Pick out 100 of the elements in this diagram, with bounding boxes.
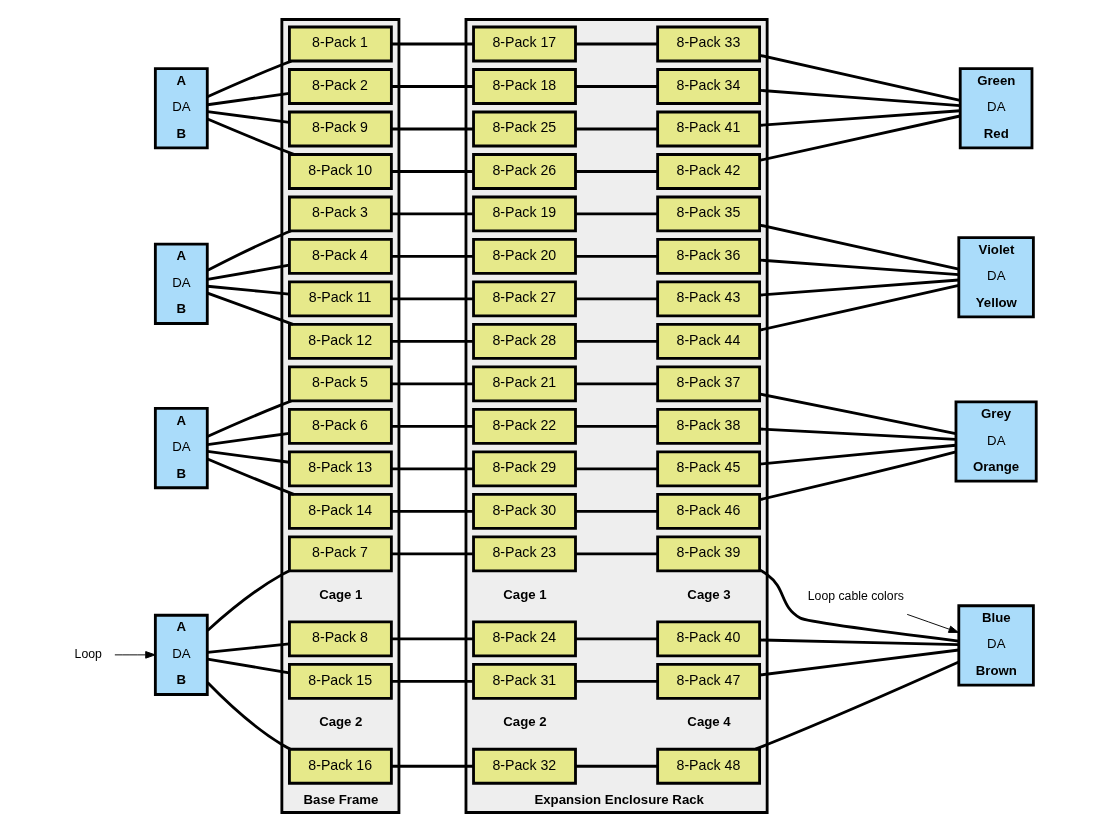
label: Cage 2 bbox=[318, 714, 362, 730]
connector bbox=[759, 427, 956, 441]
node-box: 8-Pack 43 bbox=[655, 280, 761, 318]
connector bbox=[391, 764, 473, 768]
connector bbox=[758, 53, 960, 102]
connector bbox=[391, 42, 473, 46]
node-box: 8-Pack 26 bbox=[471, 153, 577, 190]
node-box: 8-Pack 29 bbox=[471, 450, 577, 488]
connector bbox=[391, 637, 473, 641]
label: Cage 1 bbox=[502, 586, 547, 602]
connector bbox=[759, 443, 956, 466]
connector bbox=[391, 552, 473, 556]
node-box: 8-Pack 8 bbox=[287, 620, 393, 658]
node-box: 8-Pack 14 bbox=[287, 492, 393, 530]
node-box: 8-Pack 17 bbox=[471, 25, 577, 63]
connector bbox=[391, 127, 473, 131]
connector bbox=[391, 424, 473, 428]
node-box: 8-Pack 44 bbox=[655, 323, 761, 360]
node-box: 8-Pack 38 bbox=[655, 407, 761, 445]
connector bbox=[391, 85, 473, 88]
node-box: 8-Pack 12 bbox=[287, 323, 393, 360]
connector bbox=[391, 467, 473, 471]
node-box: 8-Pack 34 bbox=[655, 68, 761, 105]
node-box: 8-Pack 39 bbox=[655, 535, 761, 573]
connector bbox=[758, 568, 959, 643]
label: Cage 4 bbox=[686, 714, 731, 730]
connector bbox=[206, 117, 294, 156]
connector bbox=[206, 92, 289, 107]
node-box: 8-Pack 3 bbox=[287, 195, 393, 233]
connector bbox=[754, 660, 959, 751]
node-box: 8-Pack 36 bbox=[655, 238, 761, 275]
node-box: A DA B bbox=[153, 407, 209, 490]
connector bbox=[206, 291, 293, 326]
node-box: 8-Pack 42 bbox=[655, 153, 761, 190]
connector bbox=[391, 255, 473, 258]
node-box: 8-Pack 33 bbox=[655, 25, 761, 63]
connector bbox=[206, 110, 289, 124]
connector bbox=[575, 255, 658, 258]
connector bbox=[206, 284, 289, 296]
connector bbox=[759, 450, 956, 501]
node-box: 8-Pack 35 bbox=[655, 195, 761, 233]
connector bbox=[758, 114, 960, 162]
connector bbox=[206, 657, 289, 675]
connector bbox=[391, 679, 473, 683]
node-box: 8-Pack 25 bbox=[471, 110, 577, 148]
connector bbox=[206, 681, 291, 751]
connector bbox=[206, 399, 292, 438]
node-box: 8-Pack 10 bbox=[287, 153, 393, 190]
connector bbox=[206, 431, 289, 446]
label: Cage 1 bbox=[318, 586, 362, 602]
node-box: 8-Pack 32 bbox=[471, 747, 577, 785]
node-box: 8-Pack 20 bbox=[471, 238, 577, 275]
connector bbox=[575, 212, 658, 216]
connector bbox=[391, 382, 473, 386]
node-box: 8-Pack 48 bbox=[655, 747, 761, 785]
node-box: 8-Pack 18 bbox=[471, 68, 577, 105]
connector bbox=[758, 392, 956, 435]
node-box: A DA B bbox=[153, 613, 209, 696]
connector bbox=[391, 170, 473, 173]
connector bbox=[758, 648, 959, 677]
connector bbox=[575, 127, 658, 131]
node-box: 8-Pack 16 bbox=[287, 747, 393, 785]
node-box: 8-Pack 28 bbox=[471, 323, 577, 360]
node-box: A DA B bbox=[153, 242, 209, 325]
node-box: Grey DA Orange bbox=[954, 400, 1038, 483]
node-box: 8-Pack 40 bbox=[655, 620, 761, 658]
connector bbox=[575, 382, 658, 386]
connector bbox=[575, 679, 658, 683]
connector bbox=[206, 450, 289, 464]
node-text: Loop cable colors bbox=[807, 589, 904, 604]
connector bbox=[575, 637, 658, 641]
node-box: A DA B bbox=[153, 67, 209, 150]
node-box: 8-Pack 11 bbox=[287, 280, 393, 318]
connector bbox=[575, 170, 658, 173]
node-box: 8-Pack 37 bbox=[655, 365, 761, 403]
connector bbox=[391, 297, 473, 301]
connector bbox=[575, 340, 658, 343]
node-box: 8-Pack 46 bbox=[655, 492, 761, 530]
connector bbox=[575, 85, 658, 88]
node-box: 8-Pack 47 bbox=[655, 662, 761, 700]
connector bbox=[575, 424, 658, 428]
connector bbox=[391, 509, 473, 513]
node-box: 8-Pack 24 bbox=[471, 620, 577, 658]
node-box: 8-Pack 23 bbox=[471, 535, 577, 573]
connector bbox=[758, 284, 959, 332]
node-box: 8-Pack 7 bbox=[287, 535, 393, 573]
node-box: Green DA Red bbox=[958, 67, 1033, 150]
connector bbox=[391, 212, 473, 216]
node-box: 8-Pack 27 bbox=[471, 280, 577, 318]
node-box: 8-Pack 13 bbox=[287, 450, 393, 488]
connector bbox=[206, 457, 294, 496]
connector bbox=[206, 263, 289, 281]
node-box: 8-Pack 22 bbox=[471, 407, 577, 445]
node-box: 8-Pack 9 bbox=[287, 110, 393, 148]
node-box: 8-Pack 31 bbox=[471, 662, 577, 700]
label: Cage 2 bbox=[502, 714, 547, 730]
node-box: 8-Pack 41 bbox=[655, 110, 761, 148]
label: Cage 3 bbox=[686, 586, 731, 602]
connector bbox=[206, 569, 290, 632]
connector bbox=[759, 638, 959, 646]
